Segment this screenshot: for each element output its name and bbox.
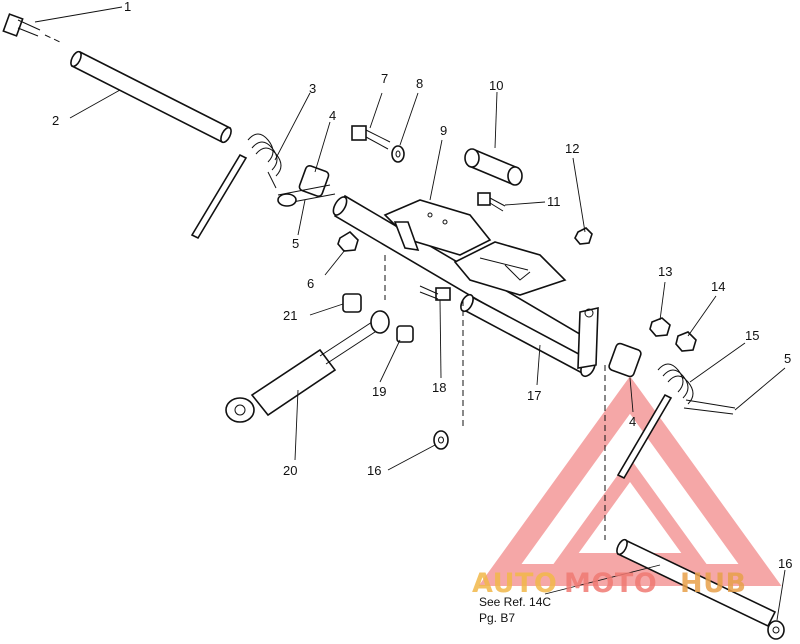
shock-absorber-part-20 — [225, 310, 390, 423]
reference-note: See Ref. 14C Pg. B7 — [479, 595, 551, 625]
watermark-word-auto: AUTO — [472, 568, 557, 599]
callout-9: 9 — [440, 123, 447, 138]
right-bracket — [453, 241, 567, 296]
spring-part-3 — [190, 133, 282, 240]
callout-10: 10 — [489, 78, 503, 93]
callout-13: 13 — [658, 264, 672, 279]
callout-21: 21 — [283, 308, 297, 323]
bolt-part-1 — [2, 13, 41, 37]
callout-11: 11 — [547, 194, 561, 209]
callout-16-center: 16 — [367, 463, 381, 478]
nut-part-14 — [675, 331, 697, 352]
nut-part-6 — [337, 230, 359, 252]
callout-18: 18 — [432, 380, 446, 395]
spring-part-15 — [616, 363, 694, 480]
bracket-part-9 — [383, 199, 492, 256]
callout-numbers: 1 2 3 4 5 6 7 8 9 10 11 12 13 14 15 5 4 … — [52, 0, 792, 571]
bushing-part-4-right — [608, 342, 642, 378]
bushing-part-4-left — [298, 165, 330, 197]
callout-3: 3 — [309, 81, 316, 96]
callout-14: 14 — [711, 279, 725, 294]
callout-6: 6 — [307, 276, 314, 291]
callout-17: 17 — [527, 388, 541, 403]
link-part-5-right — [683, 399, 736, 415]
callout-1: 1 — [124, 0, 131, 14]
bolt-part-7 — [351, 125, 391, 150]
callout-20: 20 — [283, 463, 297, 478]
watermark-word-hub: HUB — [680, 568, 747, 599]
washer-part-16-right — [767, 620, 785, 640]
bolt-part-11 — [477, 192, 506, 212]
bolt-part-18 — [419, 285, 451, 301]
link-part-5-left — [277, 184, 336, 207]
callout-7: 7 — [381, 71, 388, 86]
nut-part-12 — [574, 227, 593, 245]
callout-5-right: 5 — [784, 351, 791, 366]
reference-note-line1: See Ref. 14C — [479, 595, 551, 609]
watermark-text: AUTO MOTO HUB — [472, 568, 747, 599]
callout-4-right: 4 — [629, 414, 636, 429]
leader-lines — [34, 6, 786, 621]
bushing-part-19 — [396, 325, 414, 343]
washer-part-8 — [391, 145, 405, 163]
callout-19: 19 — [372, 384, 386, 399]
shaft-part-2 — [70, 50, 232, 144]
watermark-word-moto: MOTO — [564, 568, 657, 599]
washer-part-16-center — [433, 430, 449, 450]
callout-5-left: 5 — [292, 236, 299, 251]
callout-12: 12 — [565, 141, 579, 156]
reference-note-line2: Pg. B7 — [479, 611, 515, 625]
lower-shaft — [616, 538, 777, 628]
lever-arm — [577, 306, 599, 369]
callout-16-right: 16 — [778, 556, 792, 571]
bushing-part-10 — [464, 148, 523, 186]
bushing-part-21 — [342, 293, 362, 313]
callout-2: 2 — [52, 113, 59, 128]
callout-4-left: 4 — [329, 108, 336, 123]
nut-part-13 — [649, 317, 671, 337]
callout-8: 8 — [416, 76, 423, 91]
callout-15: 15 — [745, 328, 759, 343]
